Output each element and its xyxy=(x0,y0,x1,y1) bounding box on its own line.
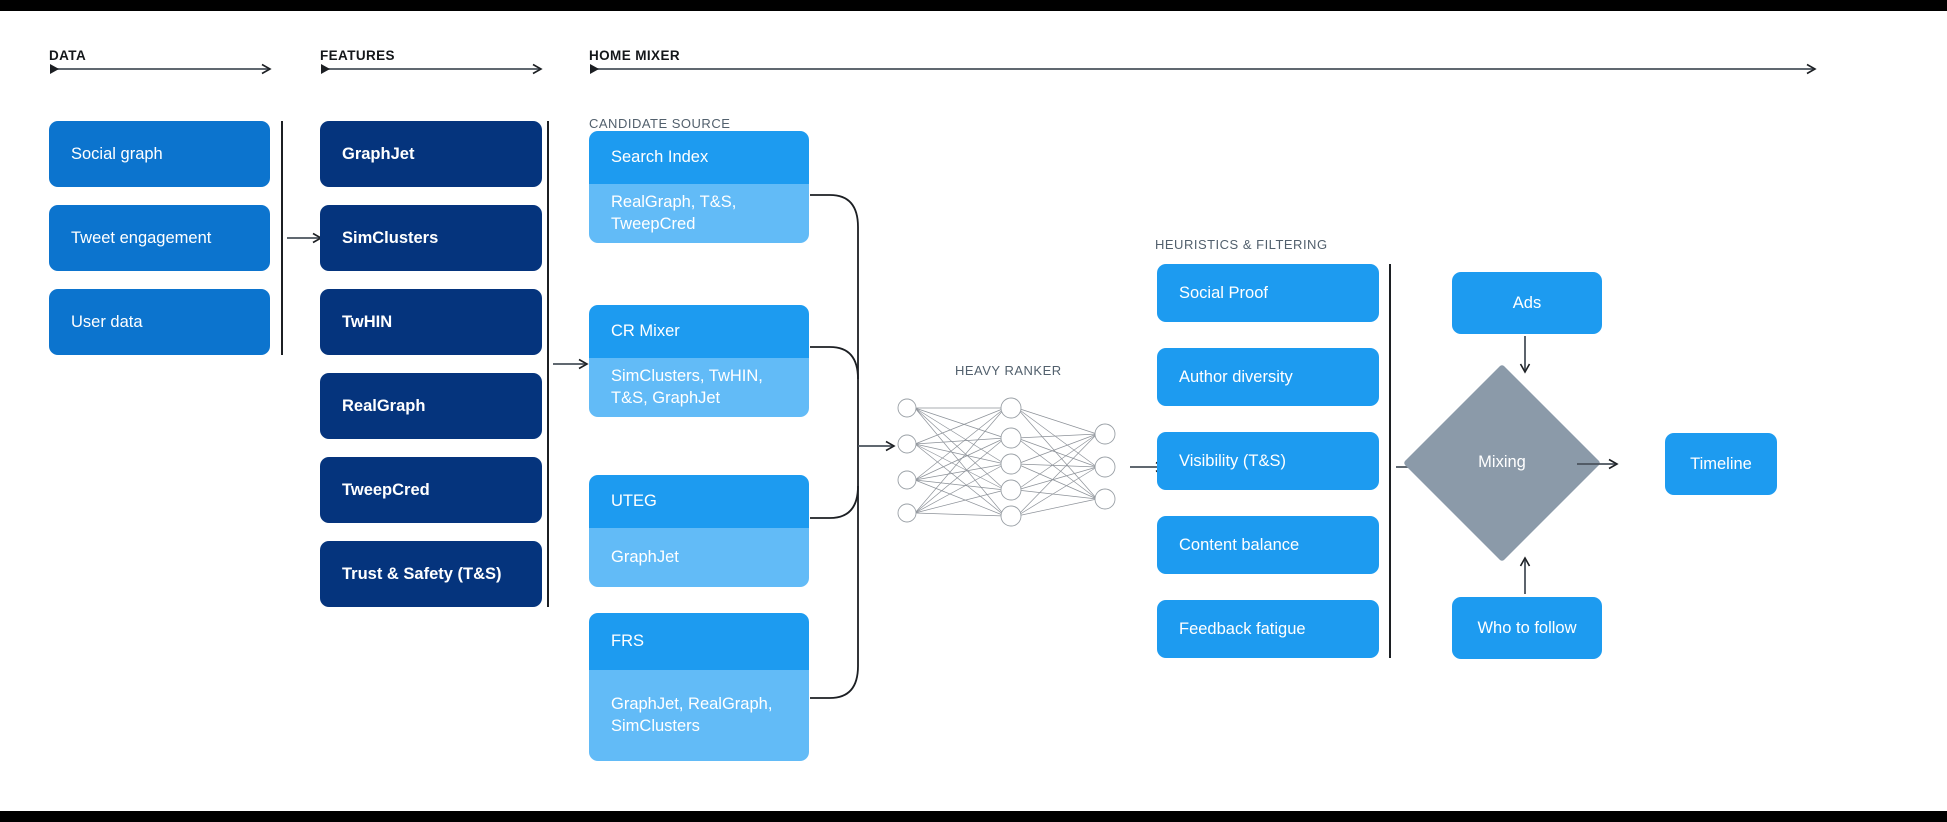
output-box-label: Ads xyxy=(1512,293,1542,312)
candidate-source-features: SimClusters, TwHIN, T&S, GraphJet xyxy=(589,358,809,417)
candidate-source-uteg[interactable]: UTEG GraphJet xyxy=(589,475,809,587)
output-box-label: Timeline xyxy=(1690,454,1752,473)
data-box-tweet-engagement[interactable]: Tweet engagement xyxy=(49,205,270,271)
who-to-follow-to-mixing-arrow xyxy=(1519,556,1531,594)
output-box-who-to-follow[interactable]: Who to follow xyxy=(1452,597,1602,659)
ads-to-mixing-arrow xyxy=(1519,336,1531,374)
feature-box-label: SimClusters xyxy=(342,228,439,247)
heuristic-box-social-proof[interactable]: Social Proof xyxy=(1157,264,1379,322)
heuristic-box-author-diversity[interactable]: Author diversity xyxy=(1157,348,1379,406)
heuristic-box-feedback-fatigue[interactable]: Feedback fatigue xyxy=(1157,600,1379,658)
diagram-page: DATA FEATURES HOME MIXER CANDIDATE SOURC… xyxy=(0,11,1947,811)
candidate-source-name: Search Index xyxy=(589,131,809,184)
feature-box-label: TwHIN xyxy=(342,312,393,331)
heuristic-box-label: Feedback fatigue xyxy=(1179,619,1306,638)
heuristic-box-label: Visibility (T&S) xyxy=(1179,451,1286,470)
candidate-source-name: CR Mixer xyxy=(589,305,809,358)
candidate-source-cr-mixer[interactable]: CR Mixer SimClusters, TwHIN, T&S, GraphJ… xyxy=(589,305,809,417)
heuristic-box-label: Social Proof xyxy=(1179,283,1268,302)
candidate-source-features: GraphJet, RealGraph, SimClusters xyxy=(589,670,809,761)
feature-box-label: Trust & Safety (T&S) xyxy=(342,564,502,583)
subsection-header-candidate-source: CANDIDATE SOURCE xyxy=(589,116,731,131)
data-box-label: User data xyxy=(71,312,143,331)
feature-box-label: RealGraph xyxy=(342,396,426,415)
candidate-source-to-ranker-bracket xyxy=(810,194,896,699)
feature-box-label: GraphJet xyxy=(342,144,415,163)
section-header-data: DATA xyxy=(49,48,87,63)
heuristic-box-label: Content balance xyxy=(1179,535,1300,554)
mixing-to-timeline-arrow xyxy=(1577,458,1619,470)
candidate-source-name: UTEG xyxy=(589,475,809,528)
feature-box-twhin[interactable]: TwHIN xyxy=(320,289,542,355)
subsection-header-heavy-ranker: HEAVY RANKER xyxy=(955,363,1062,378)
heuristic-box-visibility[interactable]: Visibility (T&S) xyxy=(1157,432,1379,490)
data-box-user-data[interactable]: User data xyxy=(49,289,270,355)
output-box-ads[interactable]: Ads xyxy=(1452,272,1602,334)
candidate-source-name: FRS xyxy=(589,613,809,670)
section-header-home-mixer: HOME MIXER xyxy=(589,48,681,63)
data-box-label: Tweet engagement xyxy=(71,228,212,247)
feature-box-tweepcred[interactable]: TweepCred xyxy=(320,457,542,523)
candidate-source-frs[interactable]: FRS GraphJet, RealGraph, SimClusters xyxy=(589,613,809,761)
feature-box-graphjet[interactable]: GraphJet xyxy=(320,121,542,187)
feature-box-simclusters[interactable]: SimClusters xyxy=(320,205,542,271)
candidate-source-features: RealGraph, T&S, TweepCred xyxy=(589,184,809,243)
data-column-divider xyxy=(281,121,283,355)
output-box-label: Who to follow xyxy=(1477,618,1577,637)
mixing-label: Mixing xyxy=(1478,453,1526,471)
feature-box-realgraph[interactable]: RealGraph xyxy=(320,373,542,439)
features-column-divider xyxy=(547,121,549,607)
data-box-label: Social graph xyxy=(71,144,163,163)
subsection-header-heuristics: HEURISTICS & FILTERING xyxy=(1155,237,1328,252)
features-header-arrow xyxy=(321,63,543,75)
output-box-timeline[interactable]: Timeline xyxy=(1665,433,1777,495)
data-header-arrow xyxy=(50,63,272,75)
candidate-source-search-index[interactable]: Search Index RealGraph, T&S, TweepCred xyxy=(589,131,809,243)
heavy-ranker-neural-network xyxy=(897,397,1116,527)
heuristic-box-content-balance[interactable]: Content balance xyxy=(1157,516,1379,574)
feature-box-label: TweepCred xyxy=(342,480,430,499)
section-header-features: FEATURES xyxy=(320,48,395,63)
features-to-candidate-source-arrow xyxy=(553,358,589,370)
heuristic-box-label: Author diversity xyxy=(1179,367,1293,386)
data-box-social-graph[interactable]: Social graph xyxy=(49,121,270,187)
candidate-source-features: GraphJet xyxy=(589,528,809,587)
home-mixer-header-arrow xyxy=(590,63,1817,75)
feature-box-trust-and-safety[interactable]: Trust & Safety (T&S) xyxy=(320,541,542,607)
heuristics-column-divider xyxy=(1389,264,1391,658)
